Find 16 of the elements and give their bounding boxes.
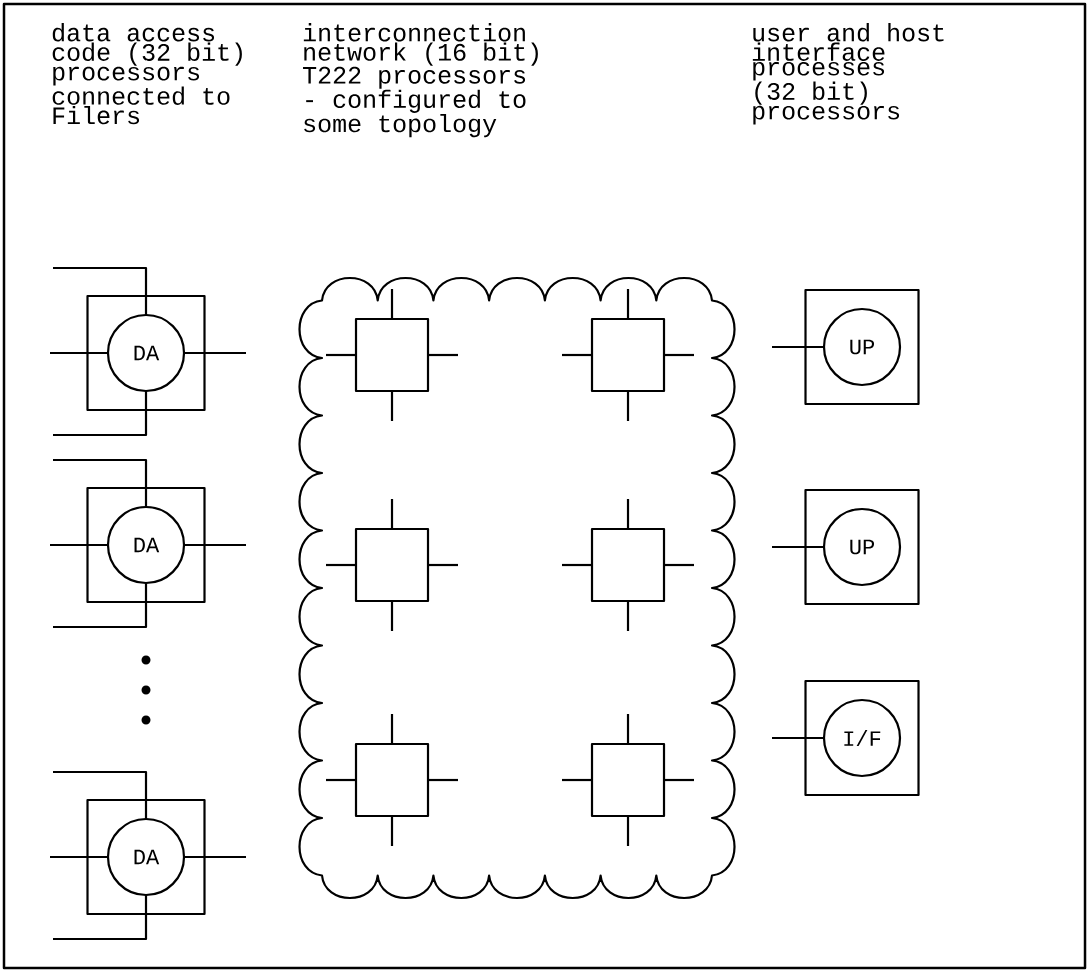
processor-box [804, 488, 920, 606]
processor-box [590, 527, 666, 603]
processor-box [86, 294, 206, 412]
column-heading: user and host interface processes (32 bit) processors [752, 23, 944, 125]
column-heading: interconnection network (16 bit) T222 processors - configured to some topology [303, 23, 538, 138]
processor-box [354, 527, 430, 603]
processor-box [804, 288, 920, 406]
processor-box [86, 486, 206, 604]
network-cloud [298, 276, 736, 900]
processor-box [86, 798, 206, 916]
processor-box [590, 317, 666, 393]
processor-box [804, 679, 920, 797]
column-heading: data access code (32 bit) processors connected to Filers [52, 23, 242, 125]
processor-box [354, 742, 430, 818]
processor-box [590, 742, 666, 818]
processor-box [354, 317, 430, 393]
